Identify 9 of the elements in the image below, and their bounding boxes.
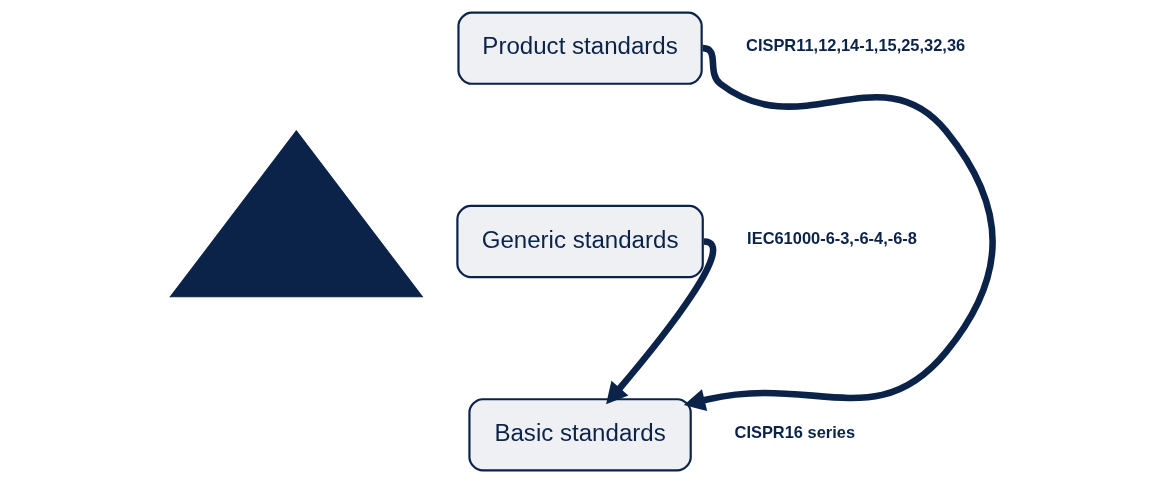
node-label: CISPR16 series (734, 422, 855, 441)
node-label: IEC61000-6-3,-6-4,-6-8 (746, 229, 917, 248)
node-box: Generic standards (455, 204, 704, 279)
node-triangle (168, 129, 423, 298)
arrow (683, 45, 996, 411)
node-box: Basic standards (467, 398, 692, 472)
node-box: Product standards (456, 11, 703, 85)
node-label: CISPR11,12,14-1,15,25,32,36 (745, 35, 965, 54)
arrow (605, 238, 716, 405)
